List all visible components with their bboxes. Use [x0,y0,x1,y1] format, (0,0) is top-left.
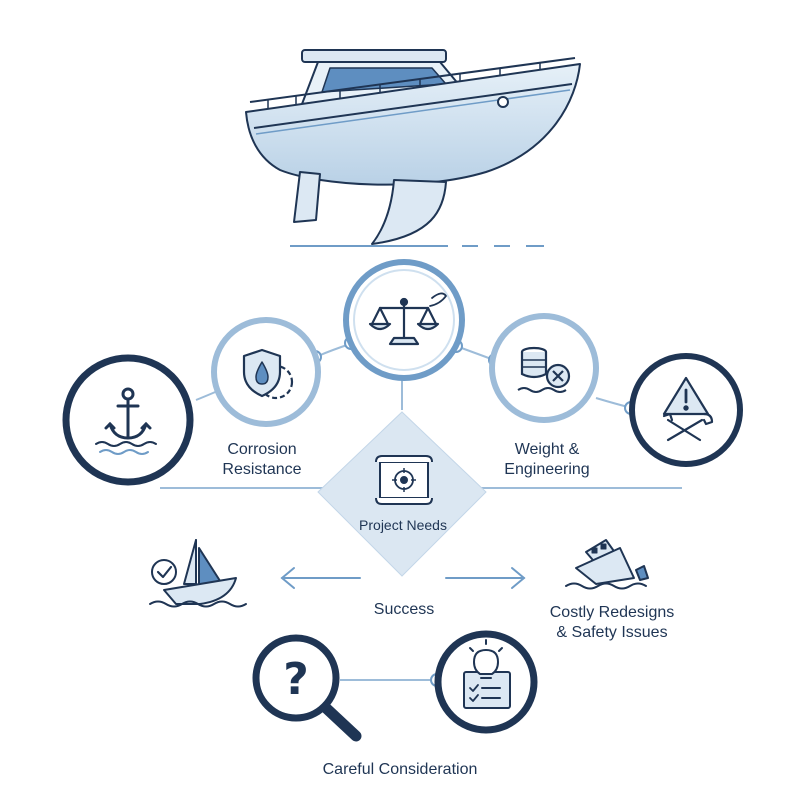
magnifier-question-icon: ? [252,634,362,742]
weight-label-line1: Weight & [514,441,580,458]
weight-label: Weight & Engineering [492,440,602,480]
blueprint-scroll-icon [375,455,433,505]
svg-text:?: ? [283,654,309,705]
weight-circle [489,313,599,423]
warning-tools-icon [662,376,714,442]
shield-gear-droplet-icon [242,348,294,400]
costly-label-line1: Costly Redesigns [549,604,675,621]
anchor-icon [95,387,157,455]
project-needs-label: Project Needs [359,517,447,533]
costly-label-line2: & Safety Issues [556,624,668,641]
weight-label-line2: Engineering [504,461,590,478]
warning-circle [629,353,743,467]
arrows [280,567,526,589]
lightbulb-checklist-icon [463,639,511,709]
project-needs-diamond [317,411,487,577]
careful-consideration-label: Careful Consideration [322,761,478,778]
stacked-weights-icon [517,346,571,393]
corrosion-label-line2: Resistance [222,461,302,478]
corrosion-label: Corrosion Resistance [212,440,312,480]
boat-icon [245,49,581,247]
anchor-circle [62,354,194,486]
sailboat-check-icon [149,539,247,608]
corrosion-label-line1: Corrosion [227,441,297,458]
sinking-ship-icon [565,539,649,590]
costly-label: Costly Redesigns & Safety Issues [532,603,692,643]
success-label: Success [373,601,435,618]
corrosion-circle [211,317,321,427]
scales-circle [343,259,465,381]
balance-scales-icon [368,292,447,346]
idea-checklist-circle [434,630,538,734]
